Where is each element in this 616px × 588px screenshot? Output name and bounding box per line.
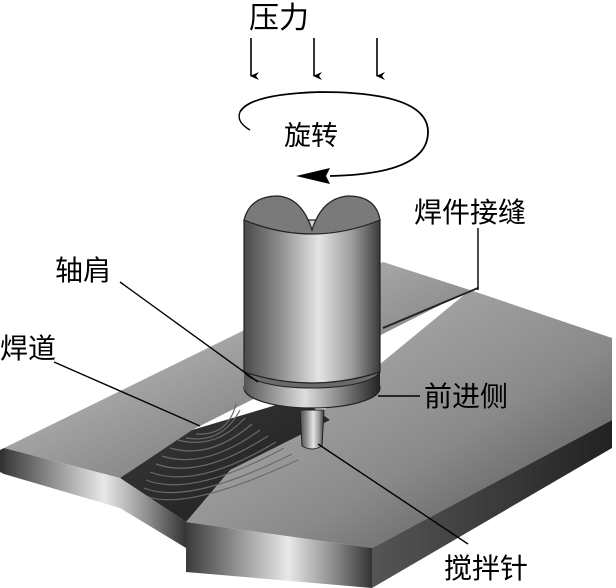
workpiece-right-top — [186, 290, 612, 548]
leader-pin — [317, 443, 469, 545]
tool-cylinder — [243, 219, 381, 384]
label-pin: 搅拌针 — [444, 552, 528, 585]
rotation-arrowhead — [296, 168, 330, 184]
workpiece-right-front — [186, 522, 372, 588]
rotation-arrow — [239, 91, 429, 177]
label-shoulder: 轴肩 — [55, 254, 111, 287]
workpiece-left-side — [0, 448, 4, 474]
leader-weld-bead — [53, 361, 201, 427]
label-joint: 焊件接缝 — [414, 196, 526, 229]
weld-bead-ripples — [143, 403, 299, 501]
label-pressure: 压力 — [249, 1, 309, 36]
workpiece-right-side — [372, 420, 612, 588]
workpiece-joint-seam — [382, 287, 479, 329]
weld-bead — [120, 398, 330, 522]
workpiece-left-front — [4, 448, 186, 548]
leader-shoulder — [119, 281, 259, 383]
label-advancing-side: 前进侧 — [424, 380, 508, 413]
tool-top — [243, 195, 381, 235]
tool-pin — [299, 409, 325, 450]
label-rotation: 旋转 — [284, 121, 338, 152]
label-weld-bead: 焊道 — [0, 332, 56, 365]
